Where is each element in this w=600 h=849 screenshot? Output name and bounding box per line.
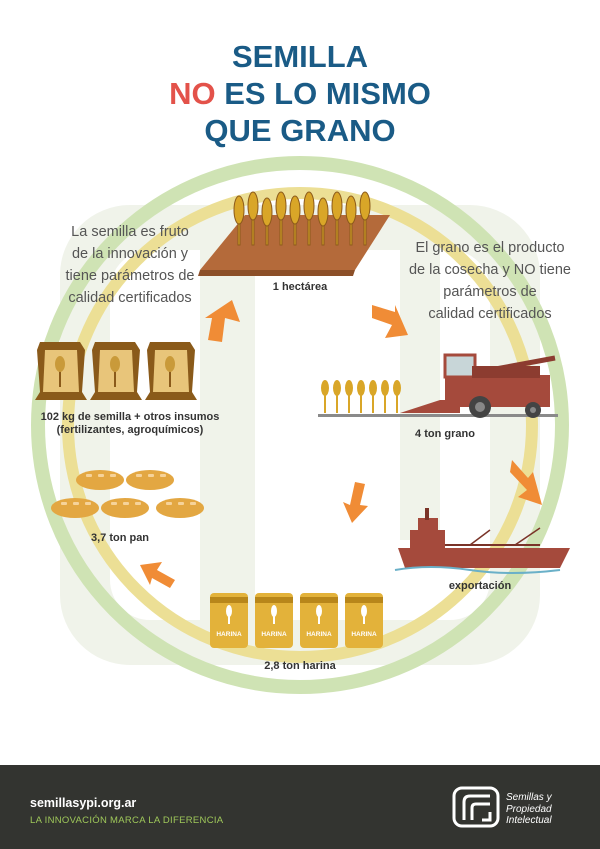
grain-description-line: El grano es el producto xyxy=(415,240,565,256)
organization-name: Semillas y Propiedad Intelectual xyxy=(506,792,586,827)
seed-label-sub: (fertilizantes, agroquímicos) xyxy=(56,424,204,436)
arrow-down-right-icon xyxy=(372,305,408,338)
footer-tagline: LA INNOVACIÓN MARCA LA DIFERENCIA xyxy=(30,815,224,826)
arrow-icons xyxy=(140,300,542,588)
grain-description-line: de la cosecha y NO tiene xyxy=(408,262,571,278)
grain-label: 4 ton grano xyxy=(415,428,475,440)
title-line-2-rest: ES LO MISMO xyxy=(215,76,431,111)
flour-bag-label-2: HARINA xyxy=(261,631,287,638)
grain-description-line: calidad certificados xyxy=(428,306,552,322)
title-line-2: NO ES LO MISMO xyxy=(0,75,600,112)
flour-bag-label-3: HARINA xyxy=(306,631,332,638)
flour-label: 2,8 ton harina xyxy=(264,660,336,672)
arrow-down-icon xyxy=(510,460,542,505)
flour-bag-icons: HARINA HARINA HARINA HARINA xyxy=(210,593,383,648)
footer xyxy=(0,765,600,849)
organization-name-line: Propiedad xyxy=(506,803,552,815)
organization-name-line: Semillas y xyxy=(506,792,552,803)
seed-description-line: La semilla es fruto xyxy=(71,224,189,240)
seed-bag-icons xyxy=(35,342,197,400)
seed-label-main: 102 kg de semilla + otros insumos xyxy=(40,411,220,423)
hectare-field-icon xyxy=(198,191,390,276)
grain-description-line: parámetros de xyxy=(443,284,537,300)
title-line-3: QUE GRANO xyxy=(204,113,396,148)
outer-green-ring xyxy=(31,156,569,694)
seed-description-line: calidad certificados xyxy=(68,290,192,306)
bread-label: 3,7 ton pan xyxy=(90,532,150,544)
page-title: SEMILLA NO ES LO MISMO QUE GRANO xyxy=(0,38,600,149)
arrow-down-center-icon xyxy=(343,482,368,523)
organization-logo-icon xyxy=(452,786,500,828)
title-line-1: SEMILLA xyxy=(231,39,369,74)
bread-highlights xyxy=(61,474,196,505)
arrow-up-left-bottom-icon xyxy=(140,562,175,588)
flour-bag-label-1: HARINA xyxy=(216,631,242,638)
cargo-ship-icon xyxy=(394,508,570,574)
export-label: exportación xyxy=(448,580,512,592)
seed-label: 102 kg de semilla + otros insumos (ferti… xyxy=(20,411,240,437)
seed-description: La semilla es fruto de la innovación y t… xyxy=(30,221,230,309)
hectare-label: 1 hectárea xyxy=(272,281,328,293)
title-no: NO xyxy=(169,76,216,111)
inner-yellow-ring xyxy=(62,187,538,663)
harvester-icon xyxy=(318,353,558,418)
grain-description: El grano es el producto de la cosecha y … xyxy=(385,237,595,325)
website-link[interactable]: semillasypi.org.ar xyxy=(30,796,137,810)
organization-name-line: Intelectual xyxy=(506,815,552,826)
seed-description-line: tiene parámetros de xyxy=(65,268,195,284)
flour-bag-label-4: HARINA xyxy=(351,631,377,638)
seed-description-line: de la innovación y xyxy=(71,246,189,262)
arrow-up-left-icon xyxy=(205,300,240,342)
